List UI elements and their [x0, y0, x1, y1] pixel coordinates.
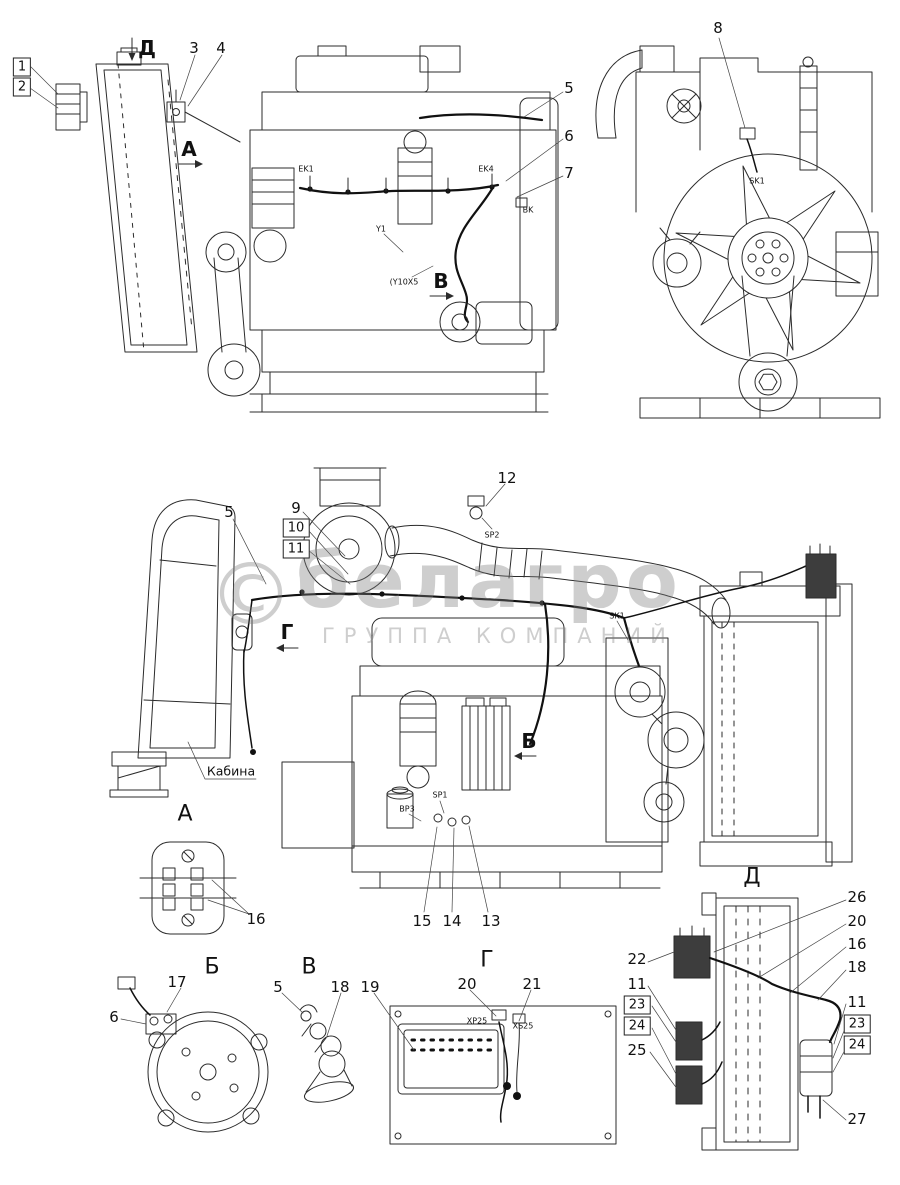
callout-9: 9 [291, 499, 301, 517]
callout-10-boxed: 10 [282, 518, 310, 538]
callout-17: 17 [167, 973, 187, 991]
callout-11-left: 11 [627, 975, 647, 993]
callout-7: 7 [564, 164, 574, 182]
view-letter-d: Д [138, 36, 156, 60]
tag-bp3: BP3 [399, 804, 415, 814]
callout-19: 19 [360, 978, 380, 996]
callout-27: 27 [847, 1110, 867, 1128]
callout-20-ecu: 20 [457, 975, 477, 993]
fig-ecu-g [373, 989, 617, 1145]
tag-bk: BK [522, 205, 534, 215]
callout-22: 22 [627, 950, 647, 968]
callout-13: 13 [481, 912, 501, 930]
callout-6-top: 6 [564, 127, 574, 145]
tag-sp2: SP2 [484, 530, 500, 540]
callout-16-rad: 16 [847, 935, 867, 953]
tag-xs25: XS25 [512, 1021, 534, 1031]
fig-generator-b [117, 976, 269, 1133]
section-header-d: Д [743, 864, 761, 890]
callout-26: 26 [847, 888, 867, 906]
callout-1-boxed: 1 [12, 57, 32, 77]
callout-25: 25 [627, 1041, 647, 1059]
callout-21: 21 [522, 975, 542, 993]
callout-18-rad: 18 [847, 958, 867, 976]
tag-sk1-mid: SK1 [609, 611, 625, 621]
callout-14: 14 [442, 912, 462, 930]
callout-5-mid: 5 [224, 503, 234, 521]
fig-horn-v [281, 992, 355, 1103]
tag-y10x5: (Y10X5 [389, 277, 419, 287]
callout-20-rad: 20 [847, 912, 867, 930]
tag-sp1: SP1 [432, 790, 448, 800]
section-header-a: А [177, 801, 193, 827]
tag-sk1-front: SK1 [749, 176, 765, 186]
fig-connector-block-a [139, 841, 250, 935]
view-letter-a: А [181, 137, 197, 161]
cab-label: Кабина [206, 763, 256, 779]
tag-ek4: EK4 [478, 164, 494, 174]
section-header-v: В [301, 954, 317, 980]
callout-8: 8 [713, 19, 723, 37]
callout-2-boxed: 2 [12, 77, 32, 97]
fig-radiator-d [647, 892, 847, 1151]
tag-xp25: XP25 [466, 1016, 488, 1026]
fig-engine-right-side-with-cab-view [109, 467, 853, 913]
callout-18-horn: 18 [330, 978, 350, 996]
view-letter-g: Г [280, 620, 294, 644]
tag-y1: Y1 [376, 224, 386, 234]
callout-11-boxed: 11 [282, 539, 310, 559]
fig-engine-left-side-view [29, 37, 564, 413]
tag-ek1: EK1 [298, 164, 314, 174]
section-header-b: Б [204, 954, 220, 980]
callout-16-a: 16 [246, 910, 266, 928]
callout-4: 4 [216, 39, 226, 57]
callout-12: 12 [497, 469, 517, 487]
callout-15: 15 [412, 912, 432, 930]
callout-23-boxed-right: 23 [843, 1014, 871, 1034]
view-letter-v: В [433, 269, 449, 293]
callout-3: 3 [189, 39, 199, 57]
callout-24-boxed-left: 24 [623, 1016, 651, 1036]
callout-23-boxed-left: 23 [623, 995, 651, 1015]
fig-engine-front-view [595, 37, 881, 419]
callout-5-horn: 5 [273, 978, 283, 996]
view-letter-b: Б [521, 729, 537, 753]
callout-6-gen: 6 [109, 1008, 119, 1026]
section-header-g: Г [480, 947, 494, 973]
callout-5-top: 5 [564, 79, 574, 97]
callout-11-right: 11 [847, 993, 867, 1011]
callout-24-boxed-right: 24 [843, 1035, 871, 1055]
